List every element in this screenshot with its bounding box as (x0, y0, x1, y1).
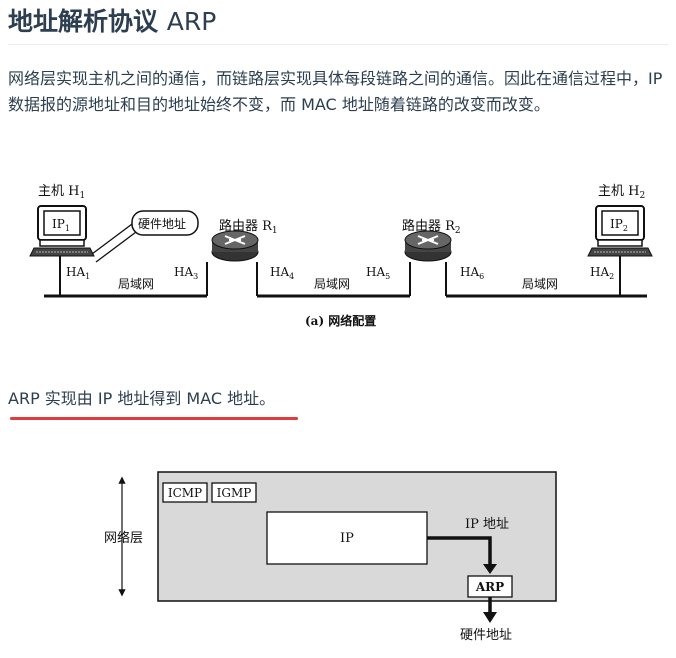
arp-label: ARP (475, 580, 504, 594)
router-1-icon (206, 230, 259, 296)
lan-label-1: 局域网 (118, 277, 154, 291)
host-2-label: 主机 H2 (598, 184, 645, 201)
host-1-label: 主机 H1 (38, 184, 85, 201)
router-1-ha-left: HA3 (174, 265, 198, 281)
arp-statement: ARP 实现由 IP 地址得到 MAC 地址。 (8, 389, 276, 408)
ip-label: IP (340, 531, 354, 546)
hardware-address-callout (91, 210, 199, 263)
icmp-box (162, 482, 208, 503)
lan-label-2: 局域网 (314, 277, 350, 291)
ip-to-arp-arrow (427, 536, 492, 566)
router-2-icon (404, 230, 452, 296)
lan-label-3: 局域网 (522, 277, 558, 291)
host-2-ip: IP2 (610, 217, 628, 233)
router-2-label: 路由器 R2 (402, 218, 461, 236)
page-title: 地址解析协议 ARP (8, 2, 216, 42)
layer-side-label: 网络层 (104, 530, 143, 546)
router-2-ha-right: HA6 (460, 265, 484, 281)
figure-caption: (a) 网络配置 (305, 313, 376, 328)
title-latin: ARP (166, 7, 217, 36)
igmp-box (211, 482, 257, 503)
ip-address-label: IP 地址 (465, 517, 509, 532)
router-1-label: 路由器 R1 (219, 218, 278, 236)
highlight-underline (10, 417, 298, 420)
title-divider (8, 44, 668, 45)
ip-box (266, 511, 428, 565)
icmp-label: ICMP (168, 486, 202, 500)
host-1-ha: HA1 (66, 265, 90, 281)
layer-diagram (118, 471, 557, 623)
host-1-ip: IP1 (52, 217, 70, 233)
title-cjk: 地址解析协议 (8, 7, 159, 36)
router-2-ha-left: HA5 (366, 265, 390, 281)
host-2-computer-icon (587, 205, 653, 296)
igmp-label: IGMP (217, 486, 252, 500)
intro-paragraph: 网络层实现主机之间的通信，而链路层实现具体每段链路之间的通信。因此在通信过程中，… (8, 69, 663, 114)
router-1-ha-right: HA4 (270, 265, 294, 281)
hardware-address-label: 硬件地址 (460, 628, 512, 643)
host-2-ha: HA2 (590, 265, 614, 281)
host-1-computer-icon (29, 205, 95, 296)
callout-text: 硬件地址 (138, 217, 186, 231)
